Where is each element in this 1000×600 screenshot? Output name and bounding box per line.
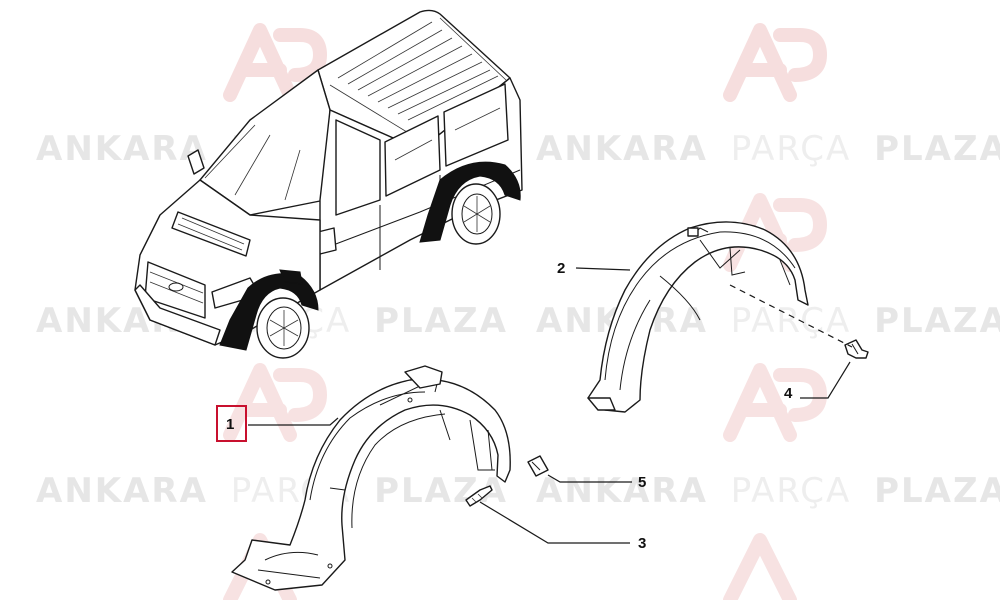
callout-label: 3 (638, 535, 646, 552)
callout-highlight-box (216, 405, 247, 442)
assembly-axis-line (729, 284, 853, 348)
watermark-text: ANKARA PARÇA PLAZA (536, 301, 1000, 341)
part-4-clip (844, 339, 869, 359)
callout-label: 1 (226, 416, 234, 433)
watermark-logo (723, 363, 827, 442)
watermark-text: ANKARA PARÇA PLAZA (536, 471, 1000, 511)
watermark-logo (223, 363, 327, 442)
callout-2[interactable]: 2 (557, 260, 565, 277)
callout-label: 4 (784, 385, 793, 402)
part-3-screw (465, 485, 493, 507)
leader-line-2 (575, 267, 631, 271)
callout-5[interactable]: 5 (638, 474, 646, 491)
part-2-wheel-arch-liner (587, 221, 809, 413)
leader-line-3 (479, 501, 630, 544)
leader-line-1 (248, 417, 339, 426)
watermark-text: ANKARA PARÇA PLAZA (536, 129, 1000, 169)
watermark-text: ANKARA PARÇA PLAZA (36, 471, 508, 511)
leader-lines (248, 267, 853, 544)
callout-3[interactable]: 3 (638, 535, 646, 552)
callout-label: 2 (557, 260, 565, 277)
callout-label: 5 (638, 474, 646, 491)
van-illustration (134, 9, 523, 359)
callout-1[interactable]: 1 (216, 405, 247, 442)
part-5-clip (527, 455, 549, 477)
callout-4[interactable]: 4 (784, 385, 793, 402)
watermark-logo (723, 23, 827, 102)
part-1-wheel-arch-liner (231, 365, 511, 591)
leader-line-4 (800, 361, 851, 399)
leader-line-5 (547, 474, 632, 483)
watermark-logo (223, 23, 327, 102)
